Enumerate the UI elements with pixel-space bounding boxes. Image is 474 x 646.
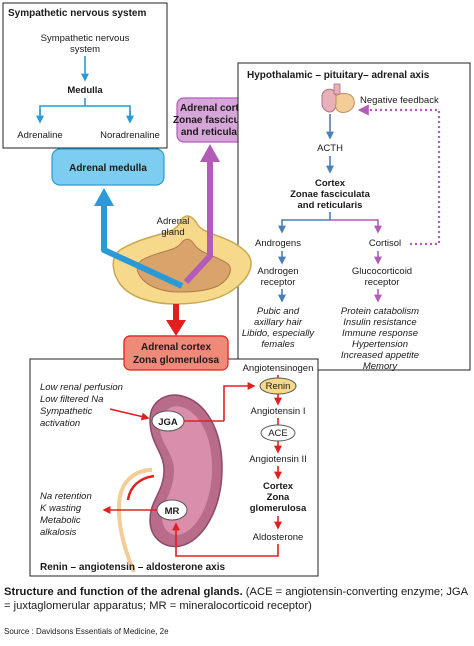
androgen-effect-4: females <box>261 339 295 350</box>
arrow-to-cortisol <box>330 219 382 234</box>
jga-badge: JGA <box>151 410 185 432</box>
hpa-box: Hypothalamic – pituitary– adrenal axis N… <box>237 62 471 372</box>
raa-cortex-line3: glomerulosa <box>250 503 307 514</box>
cortex-fr-line1: Adrenal cortex <box>180 103 250 114</box>
raa-stimulus-2: Low filtered Na <box>40 394 103 405</box>
raa-box: Adrenal cortex Zona glomerulosa Low rena… <box>29 335 319 577</box>
aldosterone-to-mr-arrow <box>172 522 279 557</box>
sympathetic-box: Sympathetic nervous system Sympathetic n… <box>2 2 168 149</box>
hpa-cortex-line3: and reticularis <box>298 200 363 211</box>
gland-label-line1: Adrenal <box>157 216 190 227</box>
sympathetic-source-line1: Sympathetic nervous <box>41 33 130 44</box>
raa-stimulus-3: Sympathetic <box>40 406 93 417</box>
raa-cortex-line1: Cortex <box>263 481 294 492</box>
raa-stimulus-4: activation <box>40 418 80 429</box>
ace-badge: ACE <box>260 424 296 442</box>
gland-to-cortex-fr-arrowhead <box>200 144 220 162</box>
hpa-cortex-line1: Cortex <box>315 178 346 189</box>
zona-glom-line2-top: Zona glomerulosa <box>133 355 220 366</box>
raa-cortex-line2: Zona <box>267 492 290 503</box>
jga-label: JGA <box>158 417 178 428</box>
caption-bold: Structure and function of the adrenal gl… <box>4 586 243 598</box>
androgen-effect-2: axillary hair <box>254 317 303 328</box>
raa-effect-4: alkalosis <box>40 527 77 538</box>
angiotensinogen-label: Angiotensinogen <box>243 363 314 374</box>
negative-feedback-loop <box>357 104 441 246</box>
medulla-label: Medulla <box>67 85 103 96</box>
cortex-fr-box: Adrenal cortex Zonae fasciculata and ret… <box>173 97 257 143</box>
cortisol-effect-2: Insulin resistance <box>343 317 416 328</box>
gluco-receptor-line2: receptor <box>365 277 400 288</box>
figure-caption: Structure and function of the adrenal gl… <box>4 585 472 613</box>
cortisol-effect-6: Memory <box>363 361 399 372</box>
angiotensin1-label: Angiotensin I <box>251 406 306 417</box>
adrenal-medulla-box: Adrenal medulla <box>51 148 165 186</box>
aldosterone-label: Aldosterone <box>253 532 304 543</box>
raa-stimulus-1: Low renal perfusion <box>40 382 123 393</box>
raa-title: Renin – angiotensin – aldosterone axis <box>40 562 225 573</box>
renin-label: Renin <box>266 381 291 392</box>
arrow-to-androgens <box>278 212 331 234</box>
source-credit: Source : Davidsons Essentials of Medicin… <box>4 627 169 636</box>
androgen-effect-3: Libido, especially <box>242 328 316 339</box>
cortisol-effect-5: Increased appetite <box>341 350 419 361</box>
noradrenaline-label: Noradrenaline <box>100 130 160 141</box>
gland-label-line2: gland <box>161 227 184 238</box>
sympathetic-title: Sympathetic nervous system <box>8 8 146 19</box>
mr-badge: MR <box>156 499 188 521</box>
ace-label: ACE <box>268 428 288 439</box>
gland-to-medulla-arrowhead <box>94 188 114 206</box>
androgen-receptor-line2: receptor <box>261 277 296 288</box>
androgen-receptor-line1: Androgen <box>257 266 298 277</box>
gland-to-glomerulosa-arrowhead <box>166 320 186 336</box>
mr-label: MR <box>165 506 180 517</box>
renin-badge: Renin <box>259 377 297 395</box>
angiotensin2-label: Angiotensin II <box>249 454 307 465</box>
jga-to-renin-arrow <box>223 382 256 421</box>
cortisol-effect-4: Hypertension <box>352 339 408 350</box>
sympathetic-source-line2: system <box>70 44 100 55</box>
raa-effect-3: Metabolic <box>40 515 81 526</box>
androgen-effect-1: Pubic and <box>257 306 300 317</box>
gluco-receptor-line1: Glucocorticoid <box>352 266 412 277</box>
adrenaline-label: Adrenaline <box>17 130 62 141</box>
raa-effect-2: K wasting <box>40 503 82 514</box>
pituitary-icon <box>321 83 355 113</box>
stimulus-to-jga-arrow <box>109 408 150 421</box>
cortex-fr-line3: and reticularis <box>181 127 250 138</box>
gland-to-medulla-arrow-shaft <box>101 204 184 289</box>
androgens-label: Androgens <box>255 238 301 249</box>
caption-normal: (ACE = angiotensin-converting enzyme; JG… <box>4 586 468 612</box>
acth-label: ACTH <box>317 143 343 154</box>
hpa-cortex-line2: Zonae fasciculata <box>290 189 370 200</box>
negative-feedback-label: Negative feedback <box>360 95 439 106</box>
cortisol-effect-3: Immune response <box>342 328 418 339</box>
gland-to-cortex-fr-arrow-shaft <box>183 160 213 285</box>
adrenal-medulla-label: Adrenal medulla <box>69 163 147 174</box>
hpa-title: Hypothalamic – pituitary– adrenal axis <box>247 70 430 81</box>
cortisol-effect-1: Protein catabolism <box>341 306 419 317</box>
zona-glom-line1-top: Adrenal cortex <box>141 342 211 353</box>
raa-effect-1: Na retention <box>40 491 92 502</box>
cortex-fr-line2: Zonae fasciculata <box>173 115 257 126</box>
cortisol-label: Cortisol <box>369 238 401 249</box>
